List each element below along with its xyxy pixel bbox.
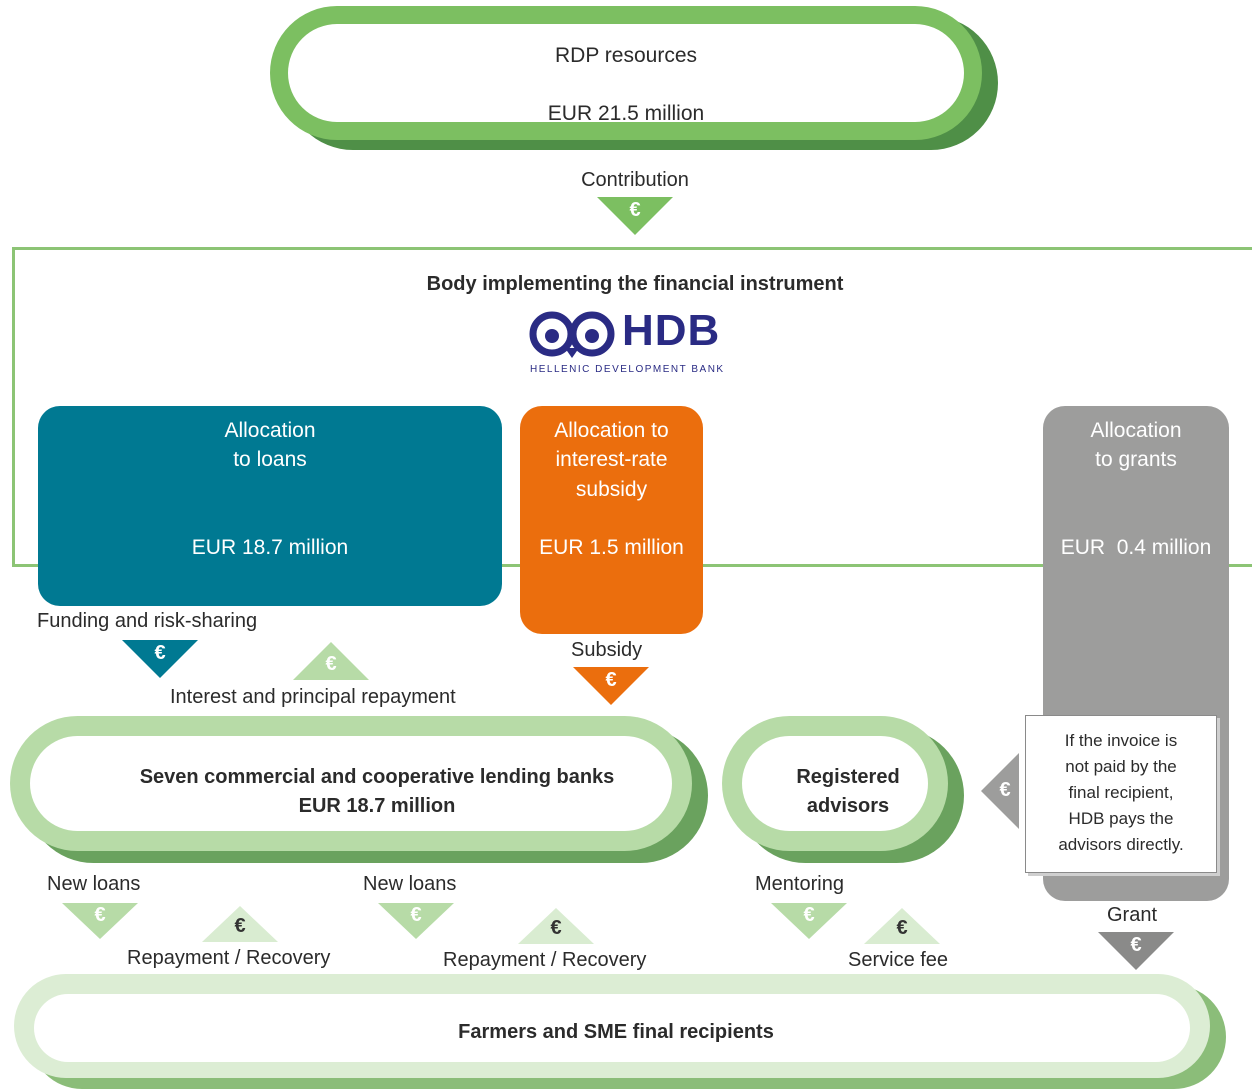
repayment-recovery-label: Repayment / Recovery	[443, 949, 647, 971]
allocation-loans-line1: Allocation	[224, 419, 316, 442]
advisors-pill-inner	[742, 736, 928, 831]
euro-icon: €	[234, 915, 246, 937]
implementing-body-title: Body implementing the financial instrume…	[426, 273, 844, 295]
allocation-subsidy-line1: Allocation to	[554, 419, 669, 442]
allocation-loans-amount: EUR 18.7 million	[191, 536, 349, 559]
euro-icon: €	[550, 917, 562, 939]
invoice-note-box: If the invoice is not paid by the final …	[1025, 715, 1217, 873]
allocation-grants-amount: EUR 0.4 million	[1060, 536, 1212, 559]
funding-arrow-icon	[122, 640, 198, 678]
euro-icon: €	[605, 669, 617, 691]
allocation-subsidy-amount: EUR 1.5 million	[539, 536, 684, 559]
subsidy-arrow-icon	[573, 667, 649, 705]
euro-icon: €	[94, 904, 106, 926]
advisors-line2: advisors	[806, 795, 890, 817]
invoice-note-line: If the invoice is	[1064, 731, 1178, 750]
euro-icon: €	[896, 917, 908, 939]
grant-to-advisors-arrow-icon	[981, 753, 1019, 829]
service-fee-arrow-icon	[864, 908, 940, 944]
funding-label: Funding and risk-sharing	[37, 610, 258, 632]
euro-icon: €	[629, 199, 641, 221]
hdb-logo-icon	[529, 311, 615, 358]
mentoring-label: Mentoring	[755, 873, 844, 895]
banks-pill-inner	[30, 736, 672, 831]
banks-title: Seven commercial and cooperative lending…	[139, 766, 615, 788]
contribution-label: Contribution	[581, 169, 689, 191]
invoice-note-text: If the invoice is not paid by the final …	[1026, 728, 1216, 858]
rdp-pill-inner	[288, 24, 964, 122]
new-loans-label: New loans	[47, 873, 141, 895]
invoice-note-line: advisors directly.	[1058, 835, 1184, 854]
contribution-arrow-icon	[597, 197, 673, 235]
allocation-subsidy-box: Allocation to interest-rate subsidy EUR …	[520, 406, 703, 634]
allocation-subsidy-line3: subsidy	[575, 478, 648, 501]
allocation-loans-line2: to loans	[233, 448, 307, 471]
euro-icon: €	[154, 642, 166, 664]
rdp-title: RDP resources	[555, 44, 697, 67]
allocation-grants-line2: to grants	[1095, 448, 1177, 471]
euro-icon: €	[325, 653, 337, 675]
hdb-logo-subtitle: HELLENIC DEVELOPMENT BANK	[530, 364, 725, 375]
grant-arrow-icon	[1098, 932, 1174, 970]
repayment-recovery-label: Repayment / Recovery	[127, 947, 331, 969]
invoice-note-line: HDB pays the	[1068, 809, 1174, 828]
recipients-pill-inner	[34, 994, 1190, 1062]
repayment-arrow-icon	[518, 908, 594, 944]
euro-icon: €	[1130, 934, 1142, 956]
rdp-amount: EUR 21.5 million	[547, 102, 705, 125]
new-loans-arrow-icon	[62, 903, 138, 939]
invoice-note-line: not paid by the	[1065, 757, 1177, 776]
euro-icon: €	[999, 779, 1011, 801]
grant-label: Grant	[1107, 904, 1158, 926]
allocation-subsidy-line2: interest-rate	[555, 448, 668, 471]
service-fee-label: Service fee	[848, 949, 949, 971]
repayment-arrow-icon	[202, 906, 278, 942]
hdb-logo-text: HDB	[622, 306, 721, 355]
repayment-arrow-icon	[293, 642, 369, 680]
recipients-title: Farmers and SME final recipients	[458, 1021, 774, 1043]
euro-icon: €	[803, 904, 815, 926]
invoice-note-line: final recipient,	[1068, 783, 1174, 802]
banks-amount: EUR 18.7 million	[298, 795, 456, 817]
advisors-line1: Registered	[796, 766, 900, 788]
allocation-grants-line1: Allocation	[1090, 419, 1182, 442]
new-loans-label: New loans	[363, 873, 457, 895]
mentoring-arrow-icon	[771, 903, 847, 939]
allocation-loans-box: Allocation to loans EUR 18.7 million	[38, 406, 502, 606]
new-loans-arrow-icon	[378, 903, 454, 939]
subsidy-label: Subsidy	[571, 639, 643, 661]
euro-icon: €	[410, 904, 422, 926]
interest-repayment-label: Interest and principal repayment	[170, 686, 456, 708]
